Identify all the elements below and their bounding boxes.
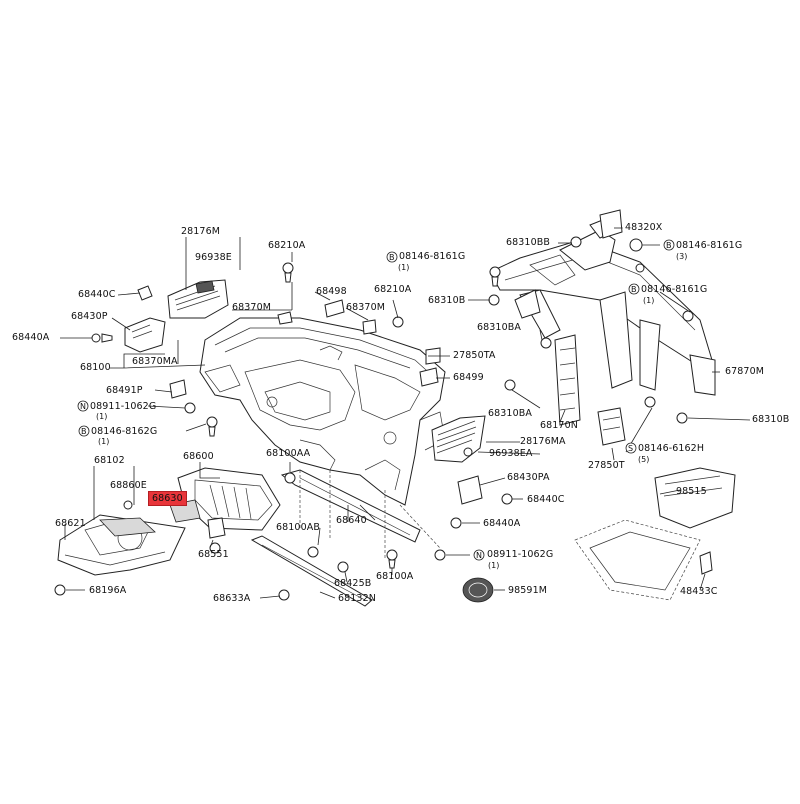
label-08146-8161g-3: 08146-8161G (641, 284, 708, 295)
emblem (462, 577, 494, 603)
label-68370m-2: 68370M (346, 302, 386, 313)
label-08146-8161g-1: 08146-8161G (399, 251, 466, 262)
label-68196a: 68196A (89, 585, 127, 596)
marker-n-icon: N (80, 402, 86, 411)
label-68621: 68621 (55, 518, 86, 529)
qty-08146-8161g-2: (3) (676, 252, 688, 261)
label-68491p: 68491P (106, 385, 143, 396)
label-68100a: 68100A (376, 571, 414, 582)
label-68860e: 68860E (110, 480, 147, 491)
label-08146-8161g-2: 08146-8161G (676, 240, 743, 251)
right-side-vent (431, 415, 486, 463)
bracket-27850t (597, 407, 626, 446)
label-68310b-2: 68310B (752, 414, 790, 425)
marker-n-icon: N (476, 551, 482, 560)
label-68310b-1: 68310B (428, 295, 466, 306)
label-48433c: 48433C (680, 586, 718, 597)
label-96938ea: 96938EA (489, 448, 533, 459)
label-68425b: 68425B (334, 578, 372, 589)
label-68310bb: 68310BB (506, 237, 550, 248)
qty-08146-8161g-3: (1) (643, 296, 655, 305)
label-68498: 68498 (316, 286, 347, 297)
label-27850t: 27850T (588, 460, 625, 471)
label-68430pa: 68430PA (507, 472, 550, 483)
label-98591m: 98591M (508, 585, 548, 596)
qty-08146-8161g-1: (1) (398, 263, 410, 272)
label-28176ma: 28176MA (520, 436, 566, 447)
label-68551: 68551 (198, 549, 229, 560)
label-08146-8162g: 08146-8162G (91, 426, 158, 437)
circled-markers (77, 239, 675, 561)
leader-lines (60, 227, 751, 599)
qty-08146-8162g: (1) (98, 437, 110, 446)
marker-b-icon: B (666, 241, 672, 250)
label-68440a-1: 68440A (12, 332, 50, 343)
label-68440a-2: 68440A (483, 518, 521, 529)
label-27850ta: 27850TA (453, 350, 496, 361)
label-68210a-1: 68210A (268, 240, 306, 251)
lower-rail (250, 469, 421, 607)
qty-08146-6162h: (5) (638, 455, 650, 464)
label-68102: 68102 (94, 455, 125, 466)
label-68440c-2: 68440C (527, 494, 565, 505)
label-08911-1062g-2: 08911-1062G (487, 549, 554, 560)
label-68499: 68499 (453, 372, 484, 383)
label-68310ba-2: 68310BA (488, 408, 532, 419)
marker-b-icon: B (389, 253, 395, 262)
label-68430p: 68430P (71, 311, 108, 322)
label-98515: 98515 (676, 486, 707, 497)
label-68100aa: 68100AA (266, 448, 311, 459)
left-vent-bracket (91, 285, 166, 353)
lower-left-cover (54, 514, 186, 596)
marker-b-icon: B (631, 285, 637, 294)
label-96938e: 96938E (195, 252, 232, 263)
label-68633a: 68633A (213, 593, 251, 604)
marker-b-icon: B (81, 427, 87, 436)
label-68170n: 68170N (540, 420, 578, 431)
label-08911-1062g-1: 08911-1062G (90, 401, 157, 412)
label-68640: 68640 (336, 515, 367, 526)
label-68210a-2: 68210A (374, 284, 412, 295)
label-48320x: 48320X (625, 222, 663, 233)
label-68132n: 68132N (338, 593, 376, 604)
label-68630-highlighted: 68630 (148, 491, 187, 506)
label-68310ba-1: 68310BA (477, 322, 521, 333)
label-68100ab: 68100AB (276, 522, 320, 533)
label-68440c-1: 68440C (78, 289, 116, 300)
label-68370ma: 68370MA (132, 356, 178, 367)
center-vent-panel (167, 279, 229, 319)
qty-08911-1062g-1: (1) (96, 412, 108, 421)
label-28176m: 28176M (181, 226, 221, 237)
qty-08911-1062g-2: (1) (488, 561, 500, 570)
label-68600: 68600 (183, 451, 214, 462)
label-68100: 68100 (80, 362, 111, 373)
label-08146-6162h: 08146-6162H (638, 443, 705, 454)
label-67870m: 67870M (725, 366, 765, 377)
knee-pad (574, 467, 736, 601)
label-68370m-1: 68370M (232, 302, 272, 313)
marker-s-icon: S (628, 444, 634, 453)
